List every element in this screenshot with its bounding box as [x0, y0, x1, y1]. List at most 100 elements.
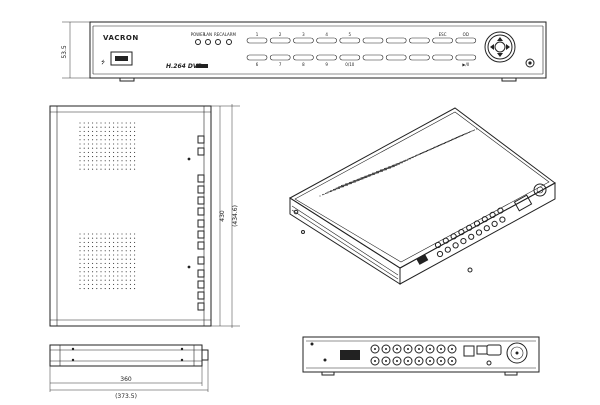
- side-vent-hole: [87, 130, 89, 132]
- side-vent-hole: [108, 237, 110, 239]
- side-vent-hole: [83, 143, 85, 145]
- side-vent-hole: [121, 160, 123, 162]
- front-view: 53.5 VACRON ⭍ POWER LAN REC ALARM H.264 …: [61, 21, 547, 82]
- side-vent-hole: [117, 122, 119, 124]
- bottom-button-label-10: ▶/II: [462, 62, 469, 67]
- iso-vent-hole: [423, 151, 425, 153]
- side-vent-hole: [129, 147, 131, 149]
- iso-vent-hole: [436, 146, 438, 148]
- iso-top-face: [289, 107, 556, 269]
- side-vent-hole: [134, 156, 136, 158]
- led-group: POWER LAN REC ALARM: [191, 32, 237, 45]
- side-vent-hole: [108, 246, 110, 248]
- side-vent-hole: [134, 250, 136, 252]
- side-vent-hole: [87, 156, 89, 158]
- iso-vent-hole: [471, 130, 473, 132]
- iso-vent-hole: [354, 180, 356, 182]
- side-vent-hole: [96, 130, 98, 132]
- side-vent-hole: [104, 250, 106, 252]
- side-vent-hole: [117, 262, 119, 264]
- iso-vent-hole: [407, 158, 409, 160]
- side-vent-hole: [113, 130, 115, 132]
- iso-vent-grid-1: [319, 155, 417, 197]
- side-vent-hole: [134, 237, 136, 239]
- side-vent-hole: [125, 288, 127, 290]
- iso-vent-hole: [380, 169, 382, 171]
- side-vent-hole: [121, 288, 123, 290]
- side-vent-hole: [134, 168, 136, 170]
- iso-vent-hole: [417, 154, 419, 156]
- rear-bnc-pin: [440, 348, 442, 350]
- side-vent-hole: [117, 156, 119, 158]
- side-vent-hole: [113, 288, 115, 290]
- side-vent-hole: [92, 279, 94, 281]
- iso-bnc-connector: [483, 225, 490, 232]
- top-button-label-9: ESC: [439, 32, 447, 37]
- side-vent-hole: [104, 237, 106, 239]
- side-vent-hole: [92, 233, 94, 235]
- side-vent-hole: [113, 262, 115, 264]
- iso-vent-hole: [369, 173, 371, 176]
- side-vent-hole: [129, 130, 131, 132]
- side-vent-hole: [129, 283, 131, 285]
- iso-vent-hole: [425, 150, 427, 152]
- led-power: [195, 39, 201, 45]
- side-vent-hole: [125, 233, 127, 235]
- iso-vent-hole: [376, 171, 378, 173]
- side-vent-hole: [83, 246, 85, 248]
- side-vent-hole: [108, 233, 110, 235]
- led-rec: [215, 39, 221, 45]
- side-vent-hole: [83, 122, 85, 124]
- foot-right: [501, 77, 517, 82]
- rear-terminal-block: [340, 350, 360, 360]
- side-vent-hole: [92, 126, 94, 128]
- side-port-14: [197, 302, 205, 311]
- side-vent-hole: [87, 250, 89, 252]
- iso-vent-hole: [362, 177, 364, 179]
- side-vent-hole: [134, 275, 136, 277]
- iso-vent-hole: [341, 185, 343, 187]
- side-vent-hole: [121, 151, 123, 153]
- side-vent-hole: [100, 156, 102, 158]
- side-vent-hole: [100, 258, 102, 260]
- side-vent-hole: [117, 151, 119, 153]
- side-vent-hole: [79, 246, 81, 248]
- side-vent-hole: [121, 168, 123, 170]
- side-vent-hole: [134, 126, 136, 128]
- iso-vent-hole: [465, 133, 467, 135]
- power-button: [525, 58, 535, 68]
- iso-vent-hole: [431, 148, 433, 150]
- rear-bnc-connector: [414, 344, 424, 354]
- rear-bnc-pin: [385, 348, 387, 350]
- side-port-3: [197, 174, 205, 183]
- side-vent-hole: [117, 254, 119, 256]
- side-vent-hole: [87, 246, 89, 248]
- side-vent-hole: [125, 246, 127, 248]
- iso-vent-hole: [416, 154, 418, 156]
- side-vent-hole: [79, 241, 81, 243]
- side-vent-hole: [83, 262, 85, 264]
- side-vent-hole: [129, 156, 131, 158]
- side-vent-hole: [117, 233, 119, 235]
- side-vent-hole: [96, 241, 98, 243]
- rear-bnc-connector: [381, 344, 391, 354]
- side-vent-hole: [129, 250, 131, 252]
- side-vent-hole: [92, 271, 94, 273]
- side-vent-hole: [125, 135, 127, 137]
- side-vent-hole: [134, 233, 136, 235]
- side-vent-hole: [92, 130, 94, 132]
- bottom-button-5: [339, 54, 361, 61]
- side-vent-hole: [134, 262, 136, 264]
- side-vent-hole: [108, 241, 110, 243]
- side-vent-hole: [121, 233, 123, 235]
- led-label-rec: REC: [214, 32, 222, 37]
- iso-bnc-connector: [466, 224, 473, 231]
- side-vent-hole: [104, 233, 106, 235]
- bottom-button-7: [385, 54, 407, 61]
- rear-bnc-connector: [436, 356, 446, 366]
- rear-bnc-connectors: [370, 344, 457, 366]
- iso-bnc-connector: [434, 241, 442, 249]
- side-vent-hole: [113, 156, 115, 158]
- brand-logo: VACRON: [103, 34, 139, 42]
- rear-width-label: 360: [120, 376, 132, 383]
